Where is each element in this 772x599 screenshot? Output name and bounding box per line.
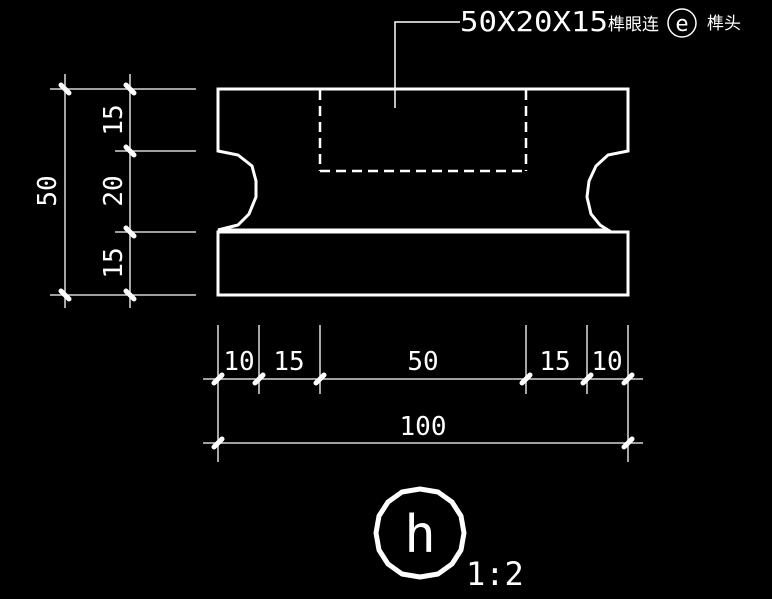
reference-circle-e: [667, 8, 697, 38]
part-lower-rail: [216, 230, 630, 297]
detail-marker: h 1:2: [373, 486, 524, 593]
dim-h-10-right: 10: [591, 347, 622, 377]
vertical-dimension-labels: 50 15 20 15: [33, 104, 129, 278]
dim-vertical-bottom: 15: [99, 247, 129, 278]
leader-cn-text-1: 榫眼连: [608, 15, 659, 35]
dim-vertical-mid: 20: [99, 175, 129, 206]
dim-vertical-top: 15: [99, 104, 129, 135]
part-upper-outline: [216, 87, 630, 232]
mortise-hidden-lines: [318, 90, 528, 173]
reference-circle-label: e: [675, 12, 688, 37]
dim-vertical-total: 50: [33, 175, 63, 206]
horizontal-dimension-ticks: [211, 372, 635, 450]
vertical-dimension-ticks: [58, 82, 137, 302]
tenon-part-outline: [216, 87, 630, 297]
leader-line: [394, 21, 460, 108]
detail-scale: 1:2: [466, 555, 524, 593]
dim-h-10-left: 10: [223, 347, 254, 377]
leader-annotation: 50X20X15 榫眼连 e 榫头: [394, 5, 741, 108]
leader-cn-text-2: 榫头: [707, 14, 741, 34]
dim-h-50: 50: [407, 347, 438, 377]
detail-marker-circle: [373, 486, 467, 580]
detail-marker-label: h: [404, 505, 435, 565]
dim-h-total: 100: [400, 412, 447, 442]
dim-h-15-left: 15: [273, 347, 304, 377]
horizontal-dimension-labels: 10 15 50 15 10 100: [223, 347, 622, 442]
leader-spec-text: 50X20X15: [460, 5, 608, 38]
dim-h-15-right: 15: [539, 347, 570, 377]
